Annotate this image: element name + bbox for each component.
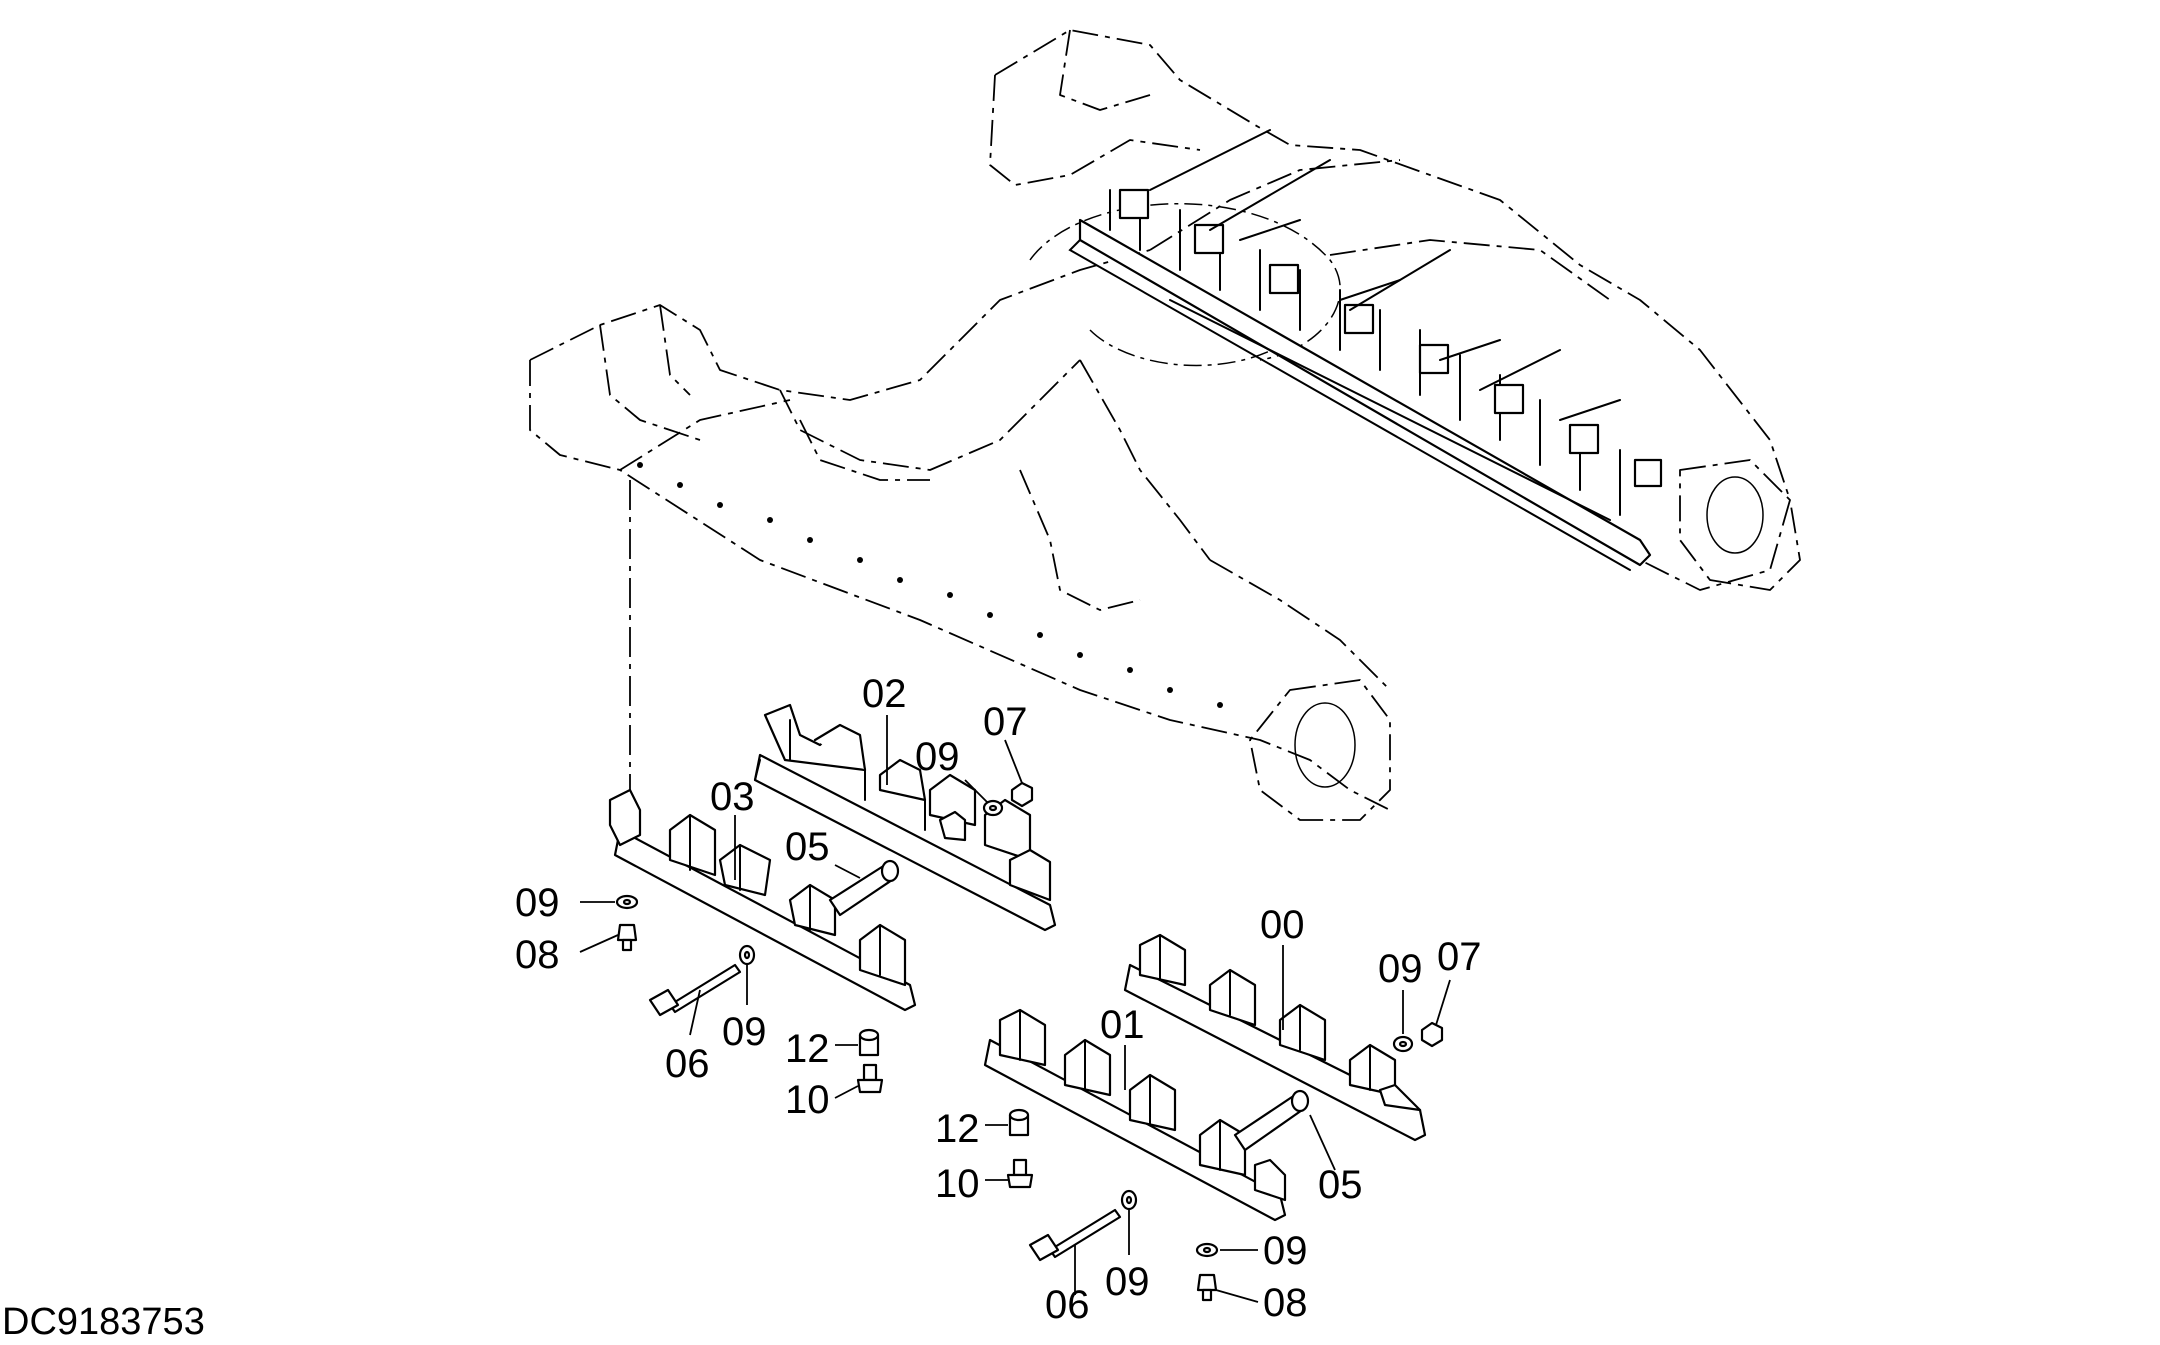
callout-06-right: 06: [1045, 1283, 1090, 1327]
callout-09-bottom: 09: [1105, 1260, 1150, 1304]
washer-09-upper: [982, 799, 1004, 817]
callout-09-lower: 09: [1263, 1229, 1308, 1273]
callout-08-left: 08: [515, 933, 560, 977]
spacer-12-left: [858, 1028, 880, 1057]
callout-02-upper: 02: [862, 672, 907, 716]
callout-09-upper: 09: [915, 735, 960, 779]
bolt-08-left: [616, 923, 638, 952]
washer-09-mid: [738, 944, 756, 966]
washer-09-left: [615, 894, 639, 910]
bolt-06-right: [1028, 1208, 1122, 1262]
callout-07-right: 07: [1437, 935, 1482, 979]
callout-08-right: 08: [1263, 1281, 1308, 1325]
callout-07-upper: 07: [983, 700, 1028, 744]
leader-lines: [579, 715, 1451, 1303]
pipe-05-lower: [1233, 1089, 1310, 1152]
callout-09-mid: 09: [722, 1010, 767, 1054]
callout-05-right: 05: [1318, 1163, 1363, 1207]
callout-10-left: 10: [785, 1078, 830, 1122]
bolt-10-right: [1006, 1158, 1034, 1189]
callout-03: 03: [710, 775, 755, 819]
callout-00: 00: [1260, 903, 1305, 947]
bolt-06-left: [648, 963, 742, 1017]
frame-bolt-holes: [637, 462, 1223, 708]
callout-01: 01: [1100, 1003, 1145, 1047]
bolt-10-left: [856, 1063, 884, 1094]
callout-05-upper: 05: [785, 825, 830, 869]
callout-06-left: 06: [665, 1042, 710, 1086]
callout-labels: 02 07 09 03 05 09 08 09 06 12 10 00 09 0…: [515, 672, 1482, 1327]
spacer-12-right: [1008, 1108, 1030, 1137]
installed-track-guards: [1068, 129, 1663, 571]
drawing-code: DC9183753: [2, 1301, 205, 1343]
track-frame-outline: [529, 29, 1801, 821]
callout-09-left: 09: [515, 881, 560, 925]
pipe-05-upper: [828, 859, 900, 917]
track-guard-00: [1123, 933, 1427, 1142]
bolt-08-right: [1196, 1273, 1218, 1302]
callout-10-right: 10: [935, 1162, 980, 1206]
callout-12-left: 12: [785, 1027, 830, 1071]
washer-09-right: [1392, 1035, 1414, 1053]
washer-09-bottom: [1120, 1189, 1138, 1211]
track-guard-03: [608, 788, 917, 1012]
track-guard-01: [983, 1008, 1287, 1222]
callout-09-right: 09: [1378, 947, 1423, 991]
callout-12-right: 12: [935, 1107, 980, 1151]
washer-09-lower: [1195, 1242, 1219, 1258]
nut-07-upper: [1010, 781, 1034, 808]
nut-07-right: [1420, 1021, 1444, 1048]
track-guard-02: [753, 703, 1057, 932]
